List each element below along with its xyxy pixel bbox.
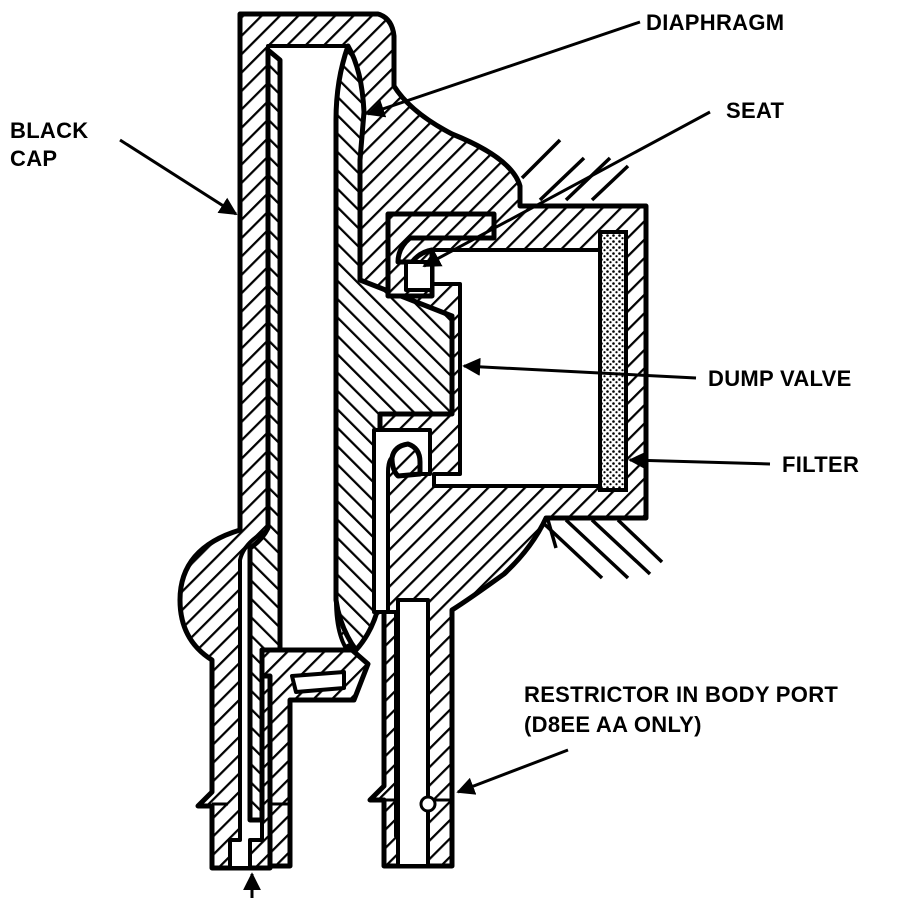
diaphragm-body bbox=[333, 43, 455, 653]
diaphragm-leader bbox=[366, 20, 641, 118]
restrictor-leader bbox=[456, 748, 569, 795]
seat-leader bbox=[422, 110, 711, 268]
seat-pocket bbox=[404, 260, 434, 292]
label-restrictor-line2: (D8EE AA ONLY) bbox=[524, 712, 702, 737]
outlet-port-bore bbox=[396, 598, 430, 868]
label-dump-valve: DUMP VALVE bbox=[708, 366, 852, 391]
crossover-slot bbox=[290, 670, 346, 694]
label-restrictor-line1: RESTRICTOR IN BODY PORT bbox=[524, 682, 838, 707]
restrictor-orifice bbox=[419, 795, 437, 813]
label-filter: FILTER bbox=[782, 452, 859, 477]
lower-crossover bbox=[259, 647, 371, 869]
return-duct-plug bbox=[389, 441, 423, 479]
filter-element bbox=[598, 230, 628, 492]
filter-leader bbox=[628, 451, 771, 470]
label-diaphragm: DIAPHRAGM bbox=[646, 10, 784, 35]
mounting-surface-hatching bbox=[520, 138, 664, 580]
label-seat: SEAT bbox=[726, 98, 785, 123]
port-barbs bbox=[212, 795, 452, 813]
label-black-cap-line1: BLACK bbox=[10, 118, 89, 143]
black-cap-leader bbox=[119, 138, 238, 216]
dump-valve-leader bbox=[462, 357, 697, 380]
label-black-cap-line2: CAP bbox=[10, 146, 57, 171]
